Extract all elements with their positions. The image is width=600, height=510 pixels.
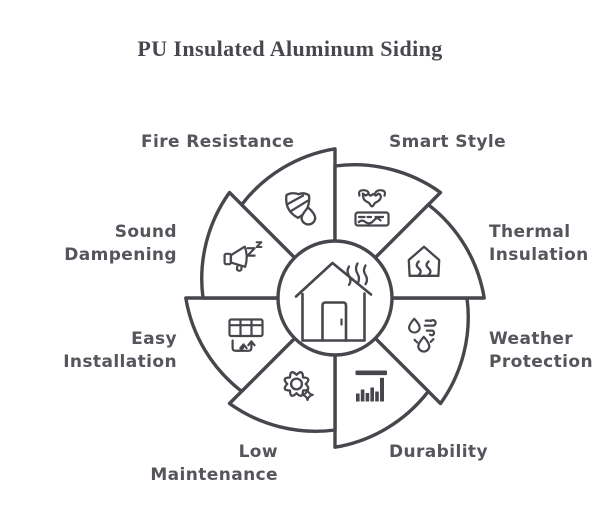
- label-low-maintenance: Low Maintenance: [150, 442, 278, 485]
- label-easy-installation: Easy Installation: [63, 329, 177, 372]
- gear-sparkle-icon: [283, 371, 314, 402]
- bar-chart-icon: [355, 370, 387, 402]
- label-thermal-insulation: Thermal Insulation: [489, 222, 589, 265]
- label-durability: Durability: [389, 442, 488, 462]
- label-sound-dampening: Sound Dampening: [64, 222, 177, 265]
- speaker-snooze-icon: [223, 241, 263, 272]
- house-heat-icon: [294, 261, 373, 342]
- flame-wind-drop-icon: [407, 317, 437, 353]
- label-weather-protection: Weather Protection: [489, 329, 593, 372]
- bull-head-plank-icon: [354, 189, 390, 227]
- label-fire-resistance: Fire Resistance: [141, 132, 295, 152]
- panel-arrows-icon: [228, 318, 264, 352]
- label-smart-style: Smart Style: [389, 132, 507, 152]
- shield-flame-icon: [285, 192, 317, 226]
- house-heatwave-icon: [407, 245, 441, 277]
- hub-circle: [276, 239, 394, 357]
- page-title: PU Insulated Aluminum Siding: [137, 36, 443, 61]
